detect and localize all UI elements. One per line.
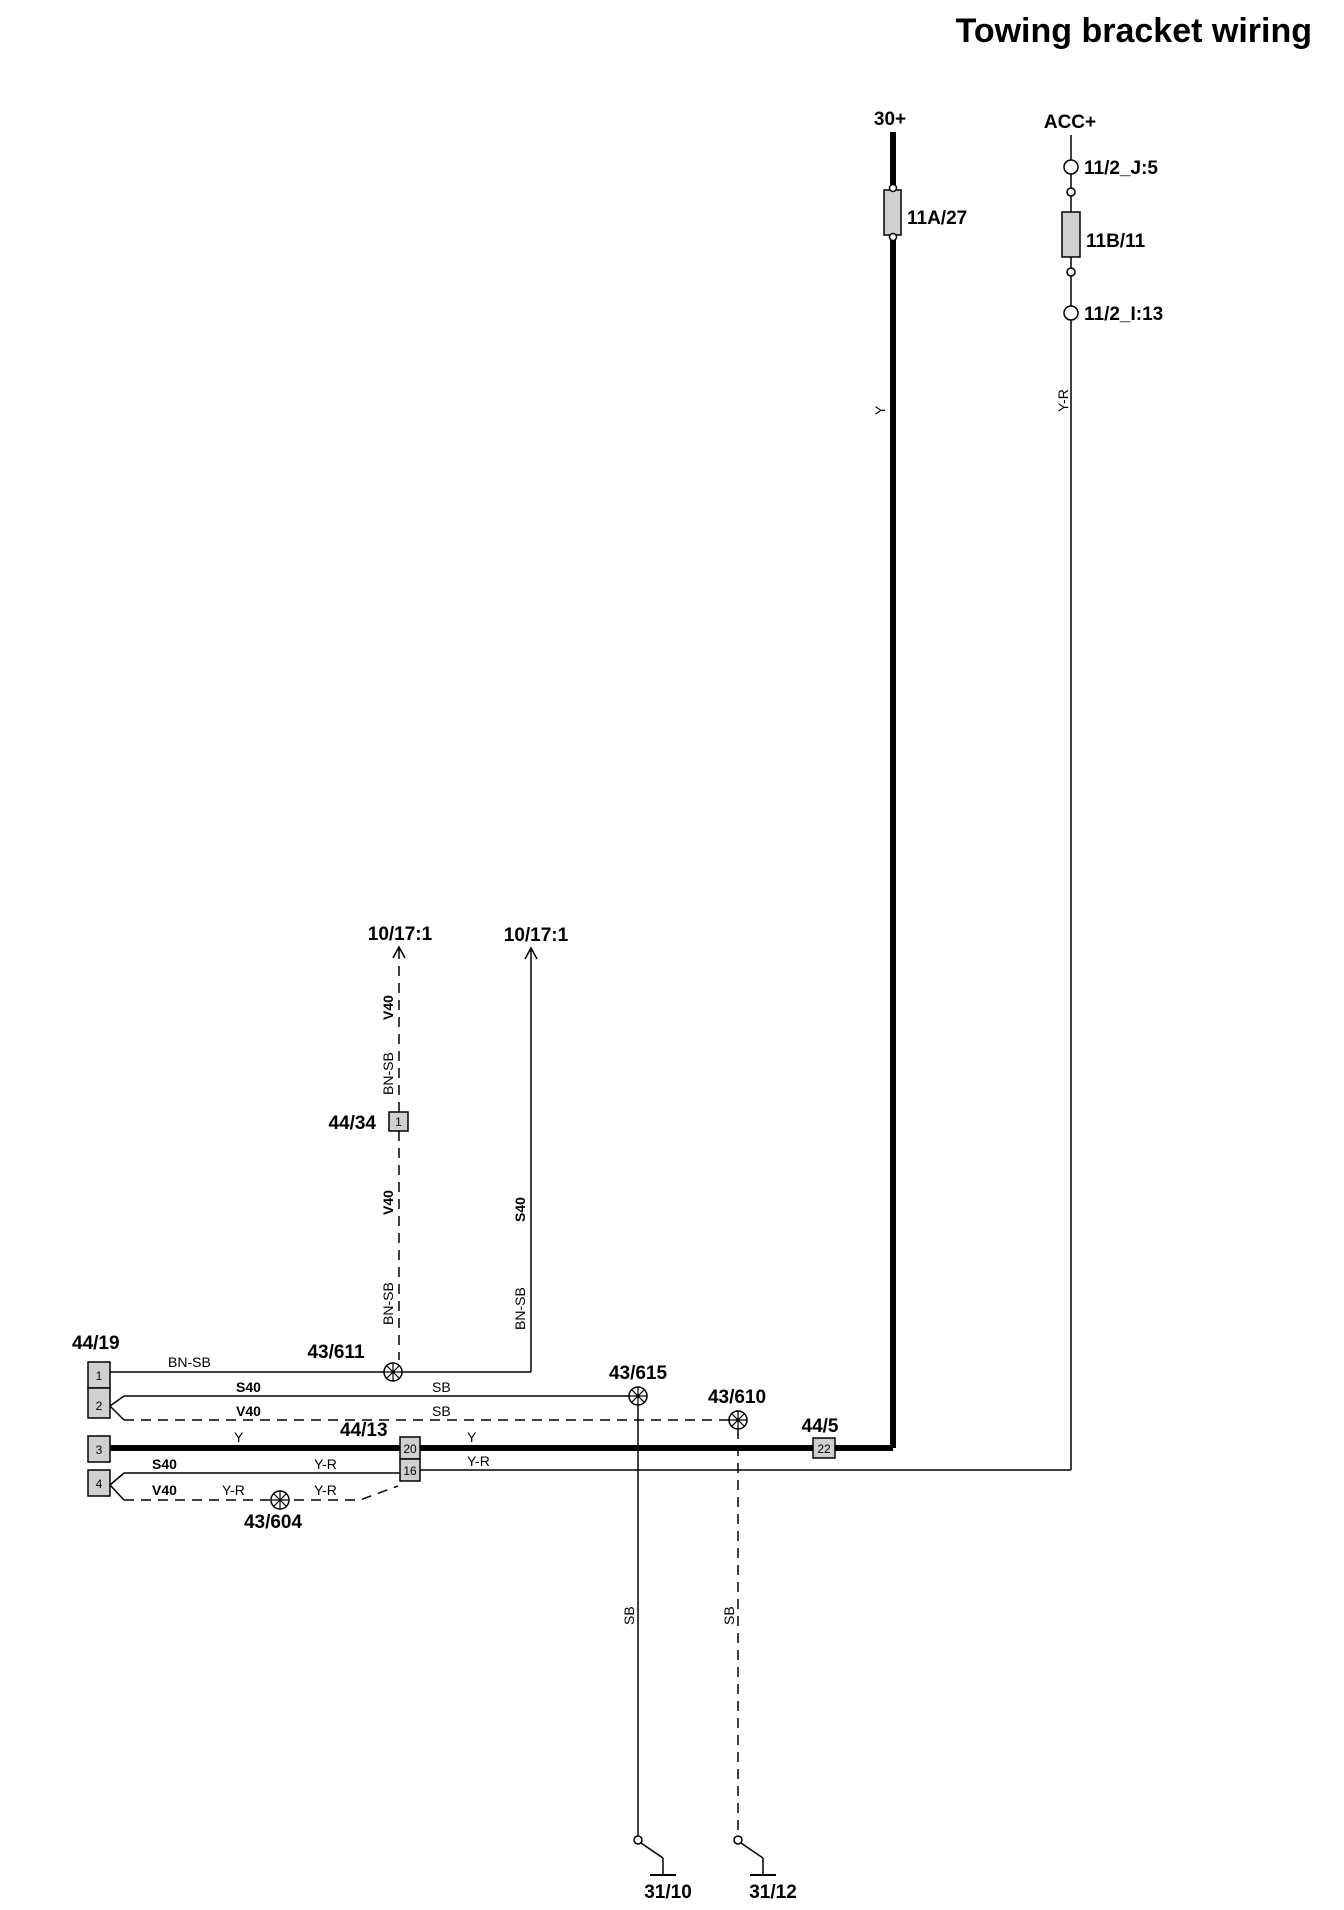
wire-pin2-fork [109, 1395, 125, 1421]
variant-label-v40-d: V40 [152, 1482, 177, 1498]
connector-44-34 [388, 1111, 409, 1132]
diagram-title: Towing bracket wiring [956, 12, 1312, 50]
splice-43-604-label: 43/604 [244, 1512, 303, 1533]
arrow-right-destination [524, 946, 538, 960]
arrow-left-destination [392, 945, 406, 959]
wire-color-yr-c: Y-R [314, 1482, 337, 1498]
connector-44-13-pin-20: 20 [403, 1442, 417, 1456]
wire-pin4-fork [109, 1472, 125, 1501]
splice-43-615-label: 43/615 [609, 1363, 668, 1384]
fuse-11a-27 [883, 183, 902, 242]
connector-44-19-label: 44/19 [72, 1333, 120, 1354]
variant-label-s40-a: S40 [512, 1197, 528, 1222]
wire-color-yr-b: Y-R [222, 1482, 245, 1498]
wire-pin3-color: Y [234, 1429, 244, 1445]
wire-color-bnsb-c: BN-SB [512, 1287, 528, 1330]
connector-44-13 [399, 1436, 421, 1482]
connector-44-5-label: 44/5 [802, 1416, 839, 1437]
fuse-11b-11-contact-bottom [1066, 267, 1076, 277]
connector-44-19-pin-3: 3 [96, 1443, 103, 1457]
wire-44-13-color: Y [467, 1429, 477, 1445]
variant-label-s40-c: S40 [152, 1456, 177, 1472]
connector-44-19-pin-1: 1 [96, 1369, 103, 1383]
connector-44-19 [87, 1361, 111, 1497]
terminal-11-2-j5 [1063, 159, 1079, 175]
wire-color-sb-a: SB [432, 1379, 451, 1395]
splice-43-604 [270, 1490, 290, 1510]
wire-pin4-v40 [124, 1485, 399, 1501]
variant-label-v40-a: V40 [380, 995, 396, 1020]
wire-30-color: Y [872, 405, 888, 415]
destination-right-label: 10/17:1 [504, 925, 569, 946]
splice-43-610-label: 43/610 [708, 1387, 766, 1408]
splice-43-611-label: 43/611 [307, 1342, 364, 1363]
ground-31-10-symbol [633, 1835, 676, 1876]
connector-44-13-label: 44/13 [340, 1420, 388, 1441]
variant-label-s40-b: S40 [236, 1379, 261, 1395]
wire-ground-31-10-color: SB [621, 1606, 637, 1625]
wire-pin1-color: BN-SB [168, 1354, 211, 1370]
fuse-11b-11-label: 11B/11 [1086, 231, 1146, 252]
wire-color-yr-a: Y-R [314, 1456, 337, 1472]
splice-43-611 [383, 1362, 403, 1382]
fuse-11b-11 [1061, 211, 1081, 258]
wire-ground-31-12-color: SB [721, 1606, 737, 1625]
variant-label-v40-b: V40 [380, 1190, 396, 1215]
splice-43-610 [728, 1410, 748, 1430]
wire-color-sb-b: SB [432, 1403, 451, 1419]
ground-31-10-label: 31/10 [644, 1882, 692, 1903]
connector-44-34-pin: 1 [395, 1115, 402, 1129]
connector-44-5 [812, 1437, 836, 1459]
supply-30-label: 30+ [874, 109, 906, 130]
destination-left-label: 10/17:1 [368, 924, 433, 945]
ground-31-12-symbol [733, 1835, 776, 1876]
variant-label-v40-c: V40 [236, 1403, 261, 1419]
wire-color-bnsb-b: BN-SB [380, 1282, 396, 1325]
terminal-11-2-i13 [1063, 305, 1079, 321]
fuse-11b-11-contact-top [1066, 187, 1076, 197]
fuse-11a-27-label: 11A/27 [907, 208, 967, 229]
terminal-11-2-i13-label: 11/2_I:13 [1084, 304, 1163, 325]
connector-44-19-pin-2: 2 [96, 1399, 103, 1413]
connector-44-34-label: 44/34 [328, 1113, 376, 1134]
wire-color-bnsb-a: BN-SB [380, 1052, 396, 1095]
ground-31-12-label: 31/12 [749, 1882, 797, 1903]
connector-44-5-pin: 22 [817, 1442, 831, 1456]
supply-acc-label: ACC+ [1044, 112, 1096, 133]
splice-43-615 [628, 1386, 648, 1406]
terminal-11-2-j5-label: 11/2_J:5 [1084, 158, 1158, 179]
wire-acc-color: Y-R [1055, 389, 1071, 412]
connector-44-13-pin-16: 16 [403, 1464, 417, 1478]
connector-44-19-pin-4: 4 [96, 1477, 103, 1491]
wire-color-yr-d: Y-R [467, 1453, 490, 1469]
